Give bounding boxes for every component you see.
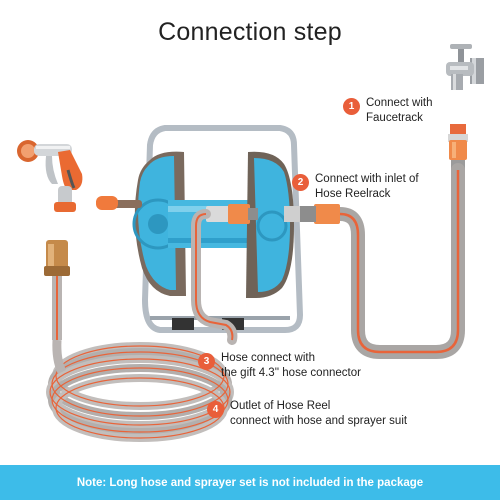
step-4-line2: connect with hose and sprayer suit — [230, 415, 408, 427]
step-2-line1: Connect with inlet of — [315, 173, 419, 185]
step-4-badge: 4 — [207, 401, 224, 418]
step-4-line1: Outlet of Hose Reel — [230, 400, 331, 412]
step-3-line1: Hose connect with — [221, 352, 315, 364]
faucet-icon — [446, 44, 484, 90]
step-2-text: Connect with inlet of Hose Reelrack — [315, 172, 419, 202]
coiled-hose-icon — [46, 339, 234, 442]
step-1-line1: Connect with — [366, 97, 433, 109]
step-2: 2 Connect with inlet of Hose Reelrack — [292, 172, 419, 202]
step-3-text: Hose connect with the gift 4.3'' hose co… — [221, 351, 361, 381]
step-1: 1 Connect with Faucetrack — [343, 96, 432, 126]
step-4-text: Outlet of Hose Reel connect with hose an… — [230, 399, 407, 429]
step-1-line2: Faucetrack — [366, 112, 423, 124]
inlet-hose — [300, 124, 468, 359]
hose-reel-icon — [96, 125, 304, 333]
step-3: 3 Hose connect with the gift 4.3'' hose … — [198, 351, 361, 381]
page-title: Connection step — [158, 18, 342, 46]
step-3-line2: the gift 4.3'' hose connector — [221, 367, 361, 379]
step-1-badge: 1 — [343, 98, 360, 115]
spray-gun-icon — [17, 140, 83, 212]
step-1-text: Connect with Faucetrack — [366, 96, 432, 126]
footer-note: Note: Long hose and sprayer set is not i… — [0, 465, 500, 500]
outlet-hose — [191, 209, 238, 345]
brass-connector — [44, 240, 70, 340]
step-3-badge: 3 — [198, 353, 215, 370]
step-2-badge: 2 — [292, 174, 309, 191]
step-4: 4 Outlet of Hose Reel connect with hose … — [207, 399, 407, 429]
step-2-line2: Hose Reelrack — [315, 188, 391, 200]
